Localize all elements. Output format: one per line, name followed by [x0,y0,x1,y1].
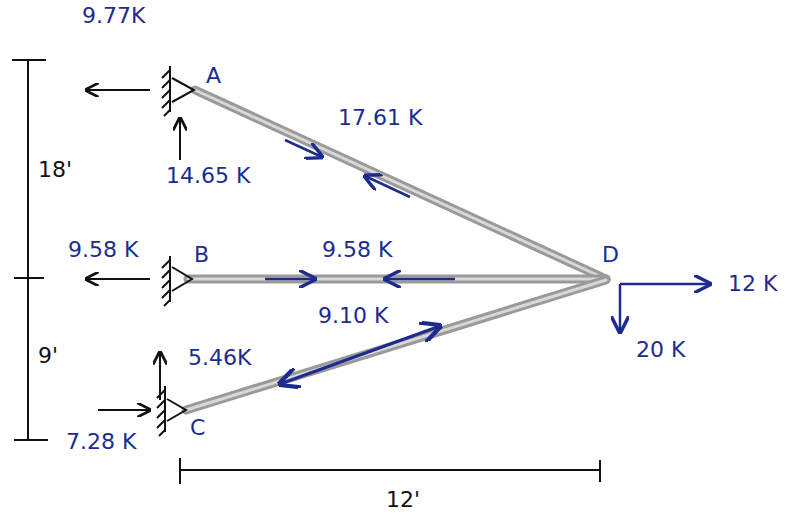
truss-member [186,90,606,410]
force-value: 17.61 K [336,106,424,130]
force-value: 20 K [634,338,687,362]
force-value: 5.46K [186,346,253,370]
member-force-arrow [265,140,710,384]
force-value: 9.10 K [316,304,390,328]
joint-label: A [204,64,223,88]
force-value: 12 K [726,272,779,296]
force-value: 9.77K [80,4,147,28]
pin-support [157,66,194,436]
joint-label: C [188,416,207,440]
force-value: 9.58 K [66,238,140,262]
joint-label: B [192,243,211,267]
dimension-text: 18' [36,158,74,182]
dimension-text: 12' [384,488,422,512]
force-value: 7.28 K [64,430,138,454]
dimension-line [12,60,600,484]
force-value: 14.65 K [164,164,252,188]
joint-label: D [600,243,621,267]
dimension-text: 9' [36,344,60,368]
force-value: 9.58 K [320,238,394,262]
